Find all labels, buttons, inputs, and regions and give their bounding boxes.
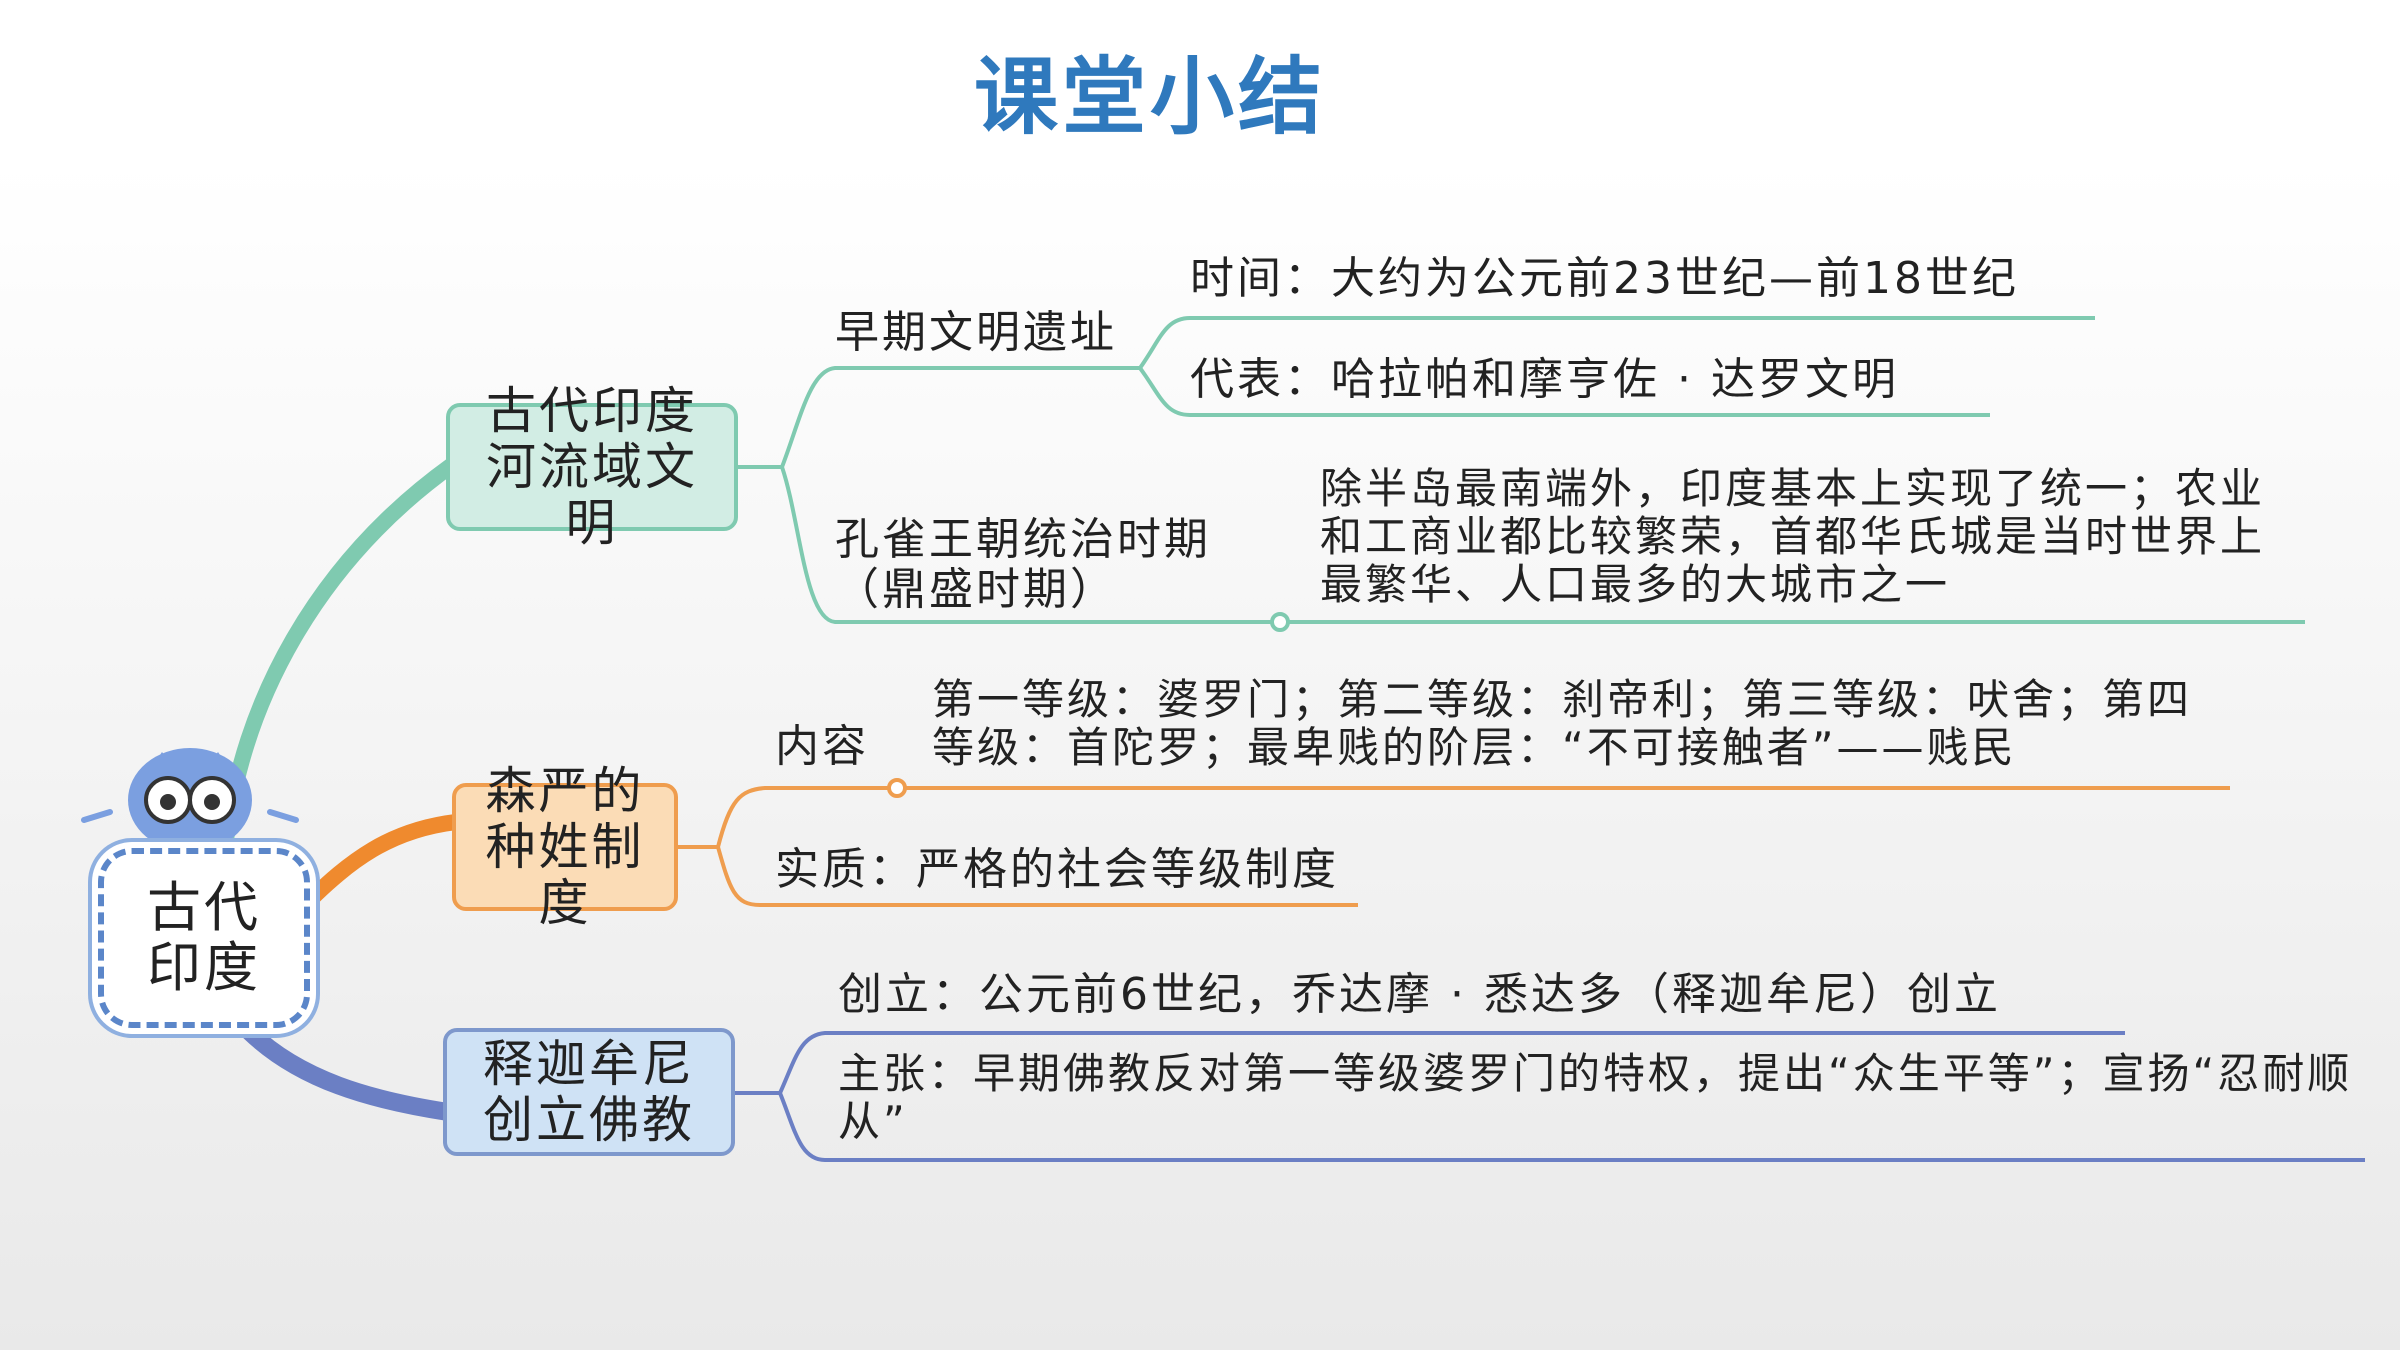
branch-node-indus: 古代印度河流域文明	[446, 383, 738, 551]
sub-label-content: 内容	[775, 721, 869, 772]
sub-label-founding: 创立：公元前6世纪，乔达摩 · 悉达多（释迦牟尼）创立	[838, 969, 2001, 1020]
branch-label: 森严的种姓制度	[485, 762, 645, 932]
branch-line-1	[217, 457, 460, 858]
root-label: 古代印度	[147, 876, 261, 999]
root-node: 古代印度	[98, 848, 310, 1028]
branch-node-buddhism: 释迦牟尼创立佛教	[443, 1028, 735, 1156]
owl-icon	[81, 748, 299, 852]
detail-time: 时间：大约为公元前23世纪—前18世纪	[1190, 253, 2019, 304]
branch-label: 古代印度河流域文明	[486, 382, 698, 552]
detail-representative: 代表：哈拉帕和摩亨佐 · 达罗文明	[1190, 354, 1899, 405]
sub-label-teachings: 主张：早期佛教反对第一等级婆罗门的特权，提出“众生平等”；宣扬“忍耐顺从”	[838, 1049, 2353, 1146]
sub-label-maurya: 孔雀王朝统治时期（鼎盛时期）	[835, 514, 1211, 615]
page-title: 课堂小结	[973, 48, 1326, 146]
branch-line-3	[241, 1023, 457, 1121]
branch-label: 释迦牟尼创立佛教	[483, 1035, 695, 1149]
detail-caste-levels: 第一等级：婆罗门；第二等级：刹帝利；第三等级：吠舍；第四等级：首陀罗；最卑贱的阶…	[932, 675, 2193, 772]
branch-node-caste: 森严的种姓制度	[452, 763, 678, 931]
detail-maurya: 除半岛最南端外，印度基本上实现了统一；农业和工商业都比较繁荣，首都华氏城是当时世…	[1320, 464, 2266, 609]
sub-label-early-sites: 早期文明遗址	[835, 307, 1117, 358]
branch-line-2	[297, 814, 464, 913]
sub-label-essence: 实质：严格的社会等级制度	[775, 844, 1339, 895]
